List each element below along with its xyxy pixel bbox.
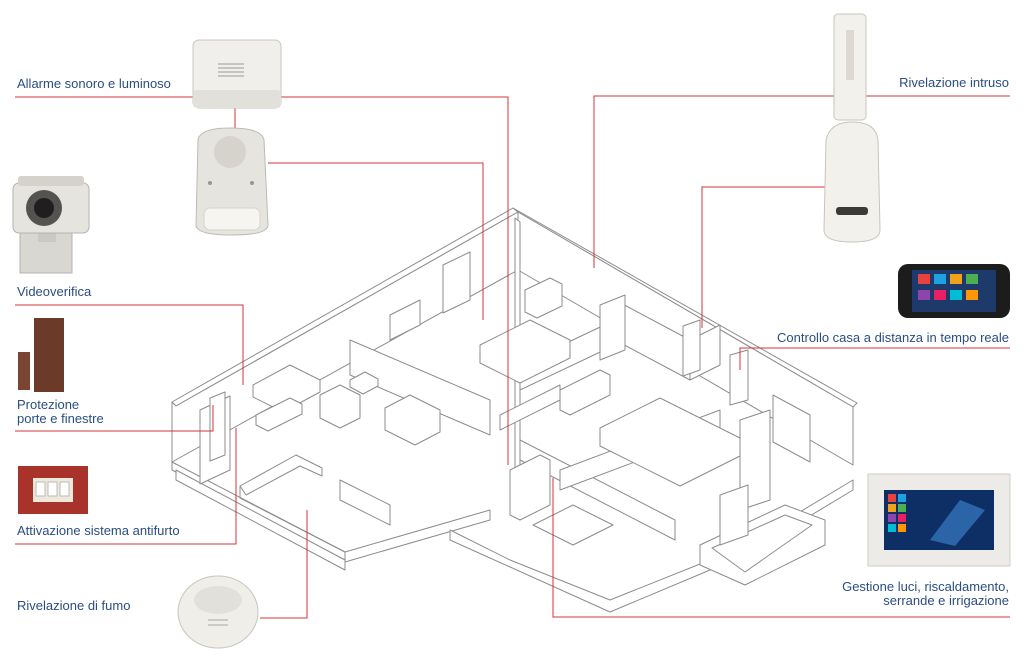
leader-lines [15,95,1010,619]
tv-unit [389,299,421,341]
kitchen-table [532,504,614,546]
label-manage-line1: Gestione luci, riscaldamento, [842,579,1009,594]
front-wall-mid [344,509,491,563]
keypad-icon [18,466,88,514]
front-wall-center [449,529,711,613]
window-3 [682,319,701,377]
label-activation: Attivazione sistema antifurto [17,523,180,538]
window-4 [729,349,749,406]
wall-2 [339,479,391,526]
siren-indoor-icon [195,127,269,236]
wall-6 [499,384,561,431]
label-alarm: Allarme sonoro e luminoso [17,76,171,91]
pir-sensor-icon [823,13,881,243]
cabinet-1 [252,364,321,413]
label-protection: Protezione porte e finestre [17,398,104,426]
bookshelf [509,454,551,521]
sofa-2 [319,384,361,429]
leader-intrusion [593,95,1010,268]
leader-smoke [260,510,308,619]
label-remote: Controllo casa a distanza in tempo reale [777,330,1009,345]
door-contact-icon [18,318,64,392]
bed-2 [599,397,741,487]
window-5 [719,484,749,546]
front-wall-left-face [175,469,346,571]
balcony-inner [711,514,813,573]
smartphone-icon [898,264,1010,318]
leader-protection [15,405,214,432]
kitchen-counter [209,391,226,462]
label-manage-line2: serrande e irrigazione [883,593,1009,608]
floor-plan [171,207,858,613]
front-wall-left-a [239,486,346,553]
smoke-detector-icon [177,575,259,649]
leader-alarm [15,96,509,465]
leader-remote [739,347,1010,370]
siren-icon [192,39,282,109]
leader-activation [15,428,237,545]
outer-wall-left-top [171,207,519,407]
leader-siren [268,162,484,320]
wall-1 [239,454,323,496]
bath-unit [559,369,611,416]
label-manage: Gestione luci, riscaldamento, serrande e… [842,580,1009,608]
table-small [349,371,379,395]
label-protection-line2: porte e finestre [17,411,104,426]
wall-7 [519,439,676,541]
label-intrusion: Rivelazione intruso [899,75,1009,90]
leader-pir [701,186,828,328]
dresser [524,277,563,319]
bed-1 [479,319,571,384]
window-2 [599,294,626,361]
label-smoke: Rivelazione di fumo [17,598,131,613]
leader-manage [552,478,1010,618]
label-video: Videoverifica [17,284,92,299]
label-protection-line1: Protezione [17,397,80,412]
cabinet-2 [255,397,303,432]
window-1 [442,251,471,314]
camera-icon [12,176,90,274]
touchscreen-icon [867,473,1011,567]
wardrobe [772,394,811,463]
wall-4 [349,339,491,436]
sofa-1 [384,394,441,446]
leader-video [15,304,244,385]
